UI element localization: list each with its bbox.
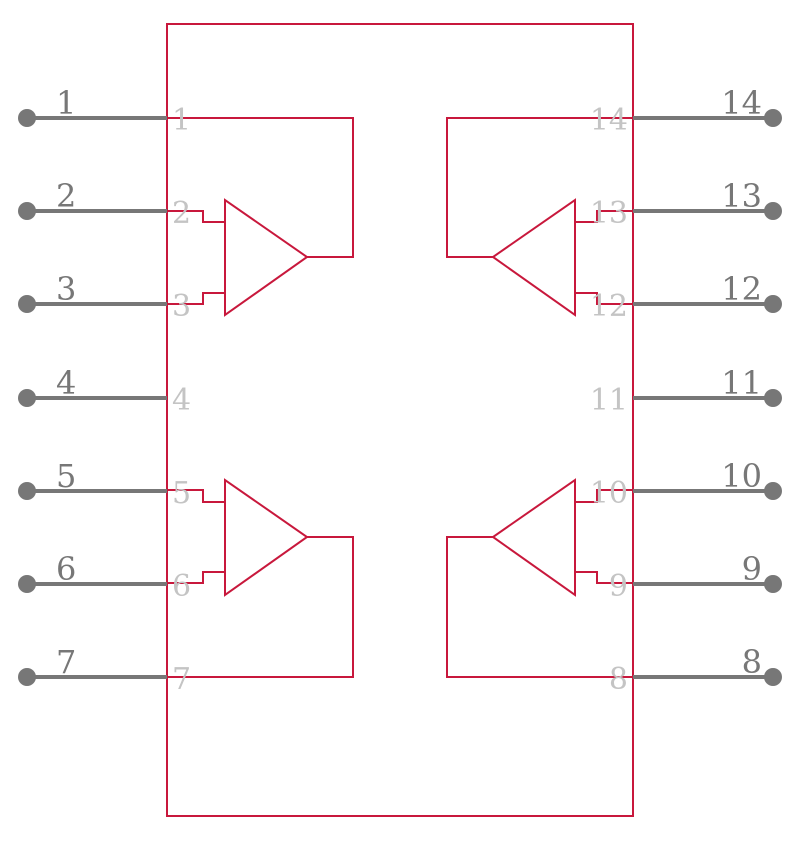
pin-inner-label: 10 bbox=[590, 476, 628, 511]
pin-9[interactable]: 99 bbox=[609, 550, 782, 604]
pin-outer-label: 7 bbox=[56, 643, 76, 681]
pin-inner-label: 14 bbox=[590, 103, 628, 138]
pin-10[interactable]: 10 10 bbox=[590, 457, 782, 511]
opamp-c-input-12-wire bbox=[575, 292, 633, 305]
pin-inner-label: 8 bbox=[609, 662, 628, 697]
pin-inner-label: 3 bbox=[172, 289, 191, 324]
pin-outer-label: 5 bbox=[56, 457, 76, 495]
pin-terminal-dot[interactable] bbox=[764, 202, 782, 220]
opamp-b-output-wire bbox=[167, 536, 354, 678]
pin-outer-label: 9 bbox=[742, 550, 762, 588]
ic-body-outline bbox=[166, 23, 634, 817]
pin-14[interactable]: 14 14 bbox=[590, 84, 782, 138]
opamp-c-triangle bbox=[491, 198, 576, 317]
opamp-b bbox=[167, 478, 354, 678]
pin-terminal-dot[interactable] bbox=[764, 482, 782, 500]
pin-terminal-dot[interactable] bbox=[18, 295, 36, 313]
pin-inner-label: 1 bbox=[172, 103, 191, 138]
pin-outer-label: 12 bbox=[721, 270, 762, 308]
opamp-b-input-6-wire bbox=[167, 571, 225, 584]
pin-outer-label: 4 bbox=[56, 364, 76, 402]
pin-terminal-dot[interactable] bbox=[18, 389, 36, 407]
pin-11[interactable]: 11 11 bbox=[590, 364, 782, 418]
pin-outer-label: 11 bbox=[721, 364, 762, 402]
pin-inner-label: 4 bbox=[172, 383, 191, 418]
pin-12[interactable]: 12 12 bbox=[590, 270, 782, 324]
pin-terminal-dot[interactable] bbox=[18, 575, 36, 593]
pin-terminal-dot[interactable] bbox=[18, 202, 36, 220]
opamp-a-output-wire bbox=[167, 117, 354, 258]
opamp-c-input-13-wire bbox=[575, 210, 633, 223]
opamp-b-triangle bbox=[224, 478, 309, 597]
pin-outer-label: 6 bbox=[56, 550, 76, 588]
pin-inner-label: 6 bbox=[172, 569, 191, 604]
pin-terminal-dot[interactable] bbox=[18, 668, 36, 686]
pin-terminal-dot[interactable] bbox=[18, 482, 36, 500]
pin-outer-label: 10 bbox=[721, 457, 762, 495]
opamp-d-input-9-wire bbox=[575, 571, 633, 584]
opamp-b-input-5-wire bbox=[167, 489, 225, 503]
opamp-a bbox=[167, 117, 354, 317]
opamp-a-input-2-wire bbox=[167, 210, 225, 223]
opamp-c-output-wire bbox=[446, 117, 633, 258]
pin-inner-label: 7 bbox=[172, 662, 191, 697]
pin-terminal-dot[interactable] bbox=[764, 668, 782, 686]
pin-inner-label: 13 bbox=[590, 196, 628, 231]
pin-outer-label: 3 bbox=[56, 270, 76, 308]
opamp-c bbox=[446, 117, 633, 317]
pin-terminal-dot[interactable] bbox=[764, 295, 782, 313]
opamp-d-triangle bbox=[491, 478, 576, 597]
pin-outer-label: 2 bbox=[56, 177, 76, 215]
opamp-d-output-wire bbox=[446, 536, 633, 678]
pin-outer-label: 14 bbox=[721, 84, 762, 122]
pin-outer-label: 8 bbox=[742, 643, 762, 681]
pin-outer-label: 1 bbox=[56, 84, 76, 122]
pin-outer-label: 13 bbox=[721, 177, 762, 215]
pin-terminal-dot[interactable] bbox=[764, 109, 782, 127]
pin-terminal-dot[interactable] bbox=[764, 575, 782, 593]
pin-inner-label: 9 bbox=[609, 569, 628, 604]
opamp-d-input-10-wire bbox=[575, 489, 633, 503]
opamp-a-triangle bbox=[224, 198, 309, 317]
opamp-a-input-3-wire bbox=[167, 292, 225, 305]
opamp-d bbox=[446, 478, 633, 678]
pin-inner-label: 12 bbox=[590, 289, 628, 324]
pin-terminal-dot[interactable] bbox=[18, 109, 36, 127]
pin-inner-label: 5 bbox=[172, 476, 191, 511]
pin-inner-label: 2 bbox=[172, 196, 191, 231]
pin-13[interactable]: 13 13 bbox=[590, 177, 782, 231]
pin-8[interactable]: 88 bbox=[609, 643, 782, 697]
pin-inner-label: 11 bbox=[590, 383, 628, 418]
pin-terminal-dot[interactable] bbox=[764, 389, 782, 407]
